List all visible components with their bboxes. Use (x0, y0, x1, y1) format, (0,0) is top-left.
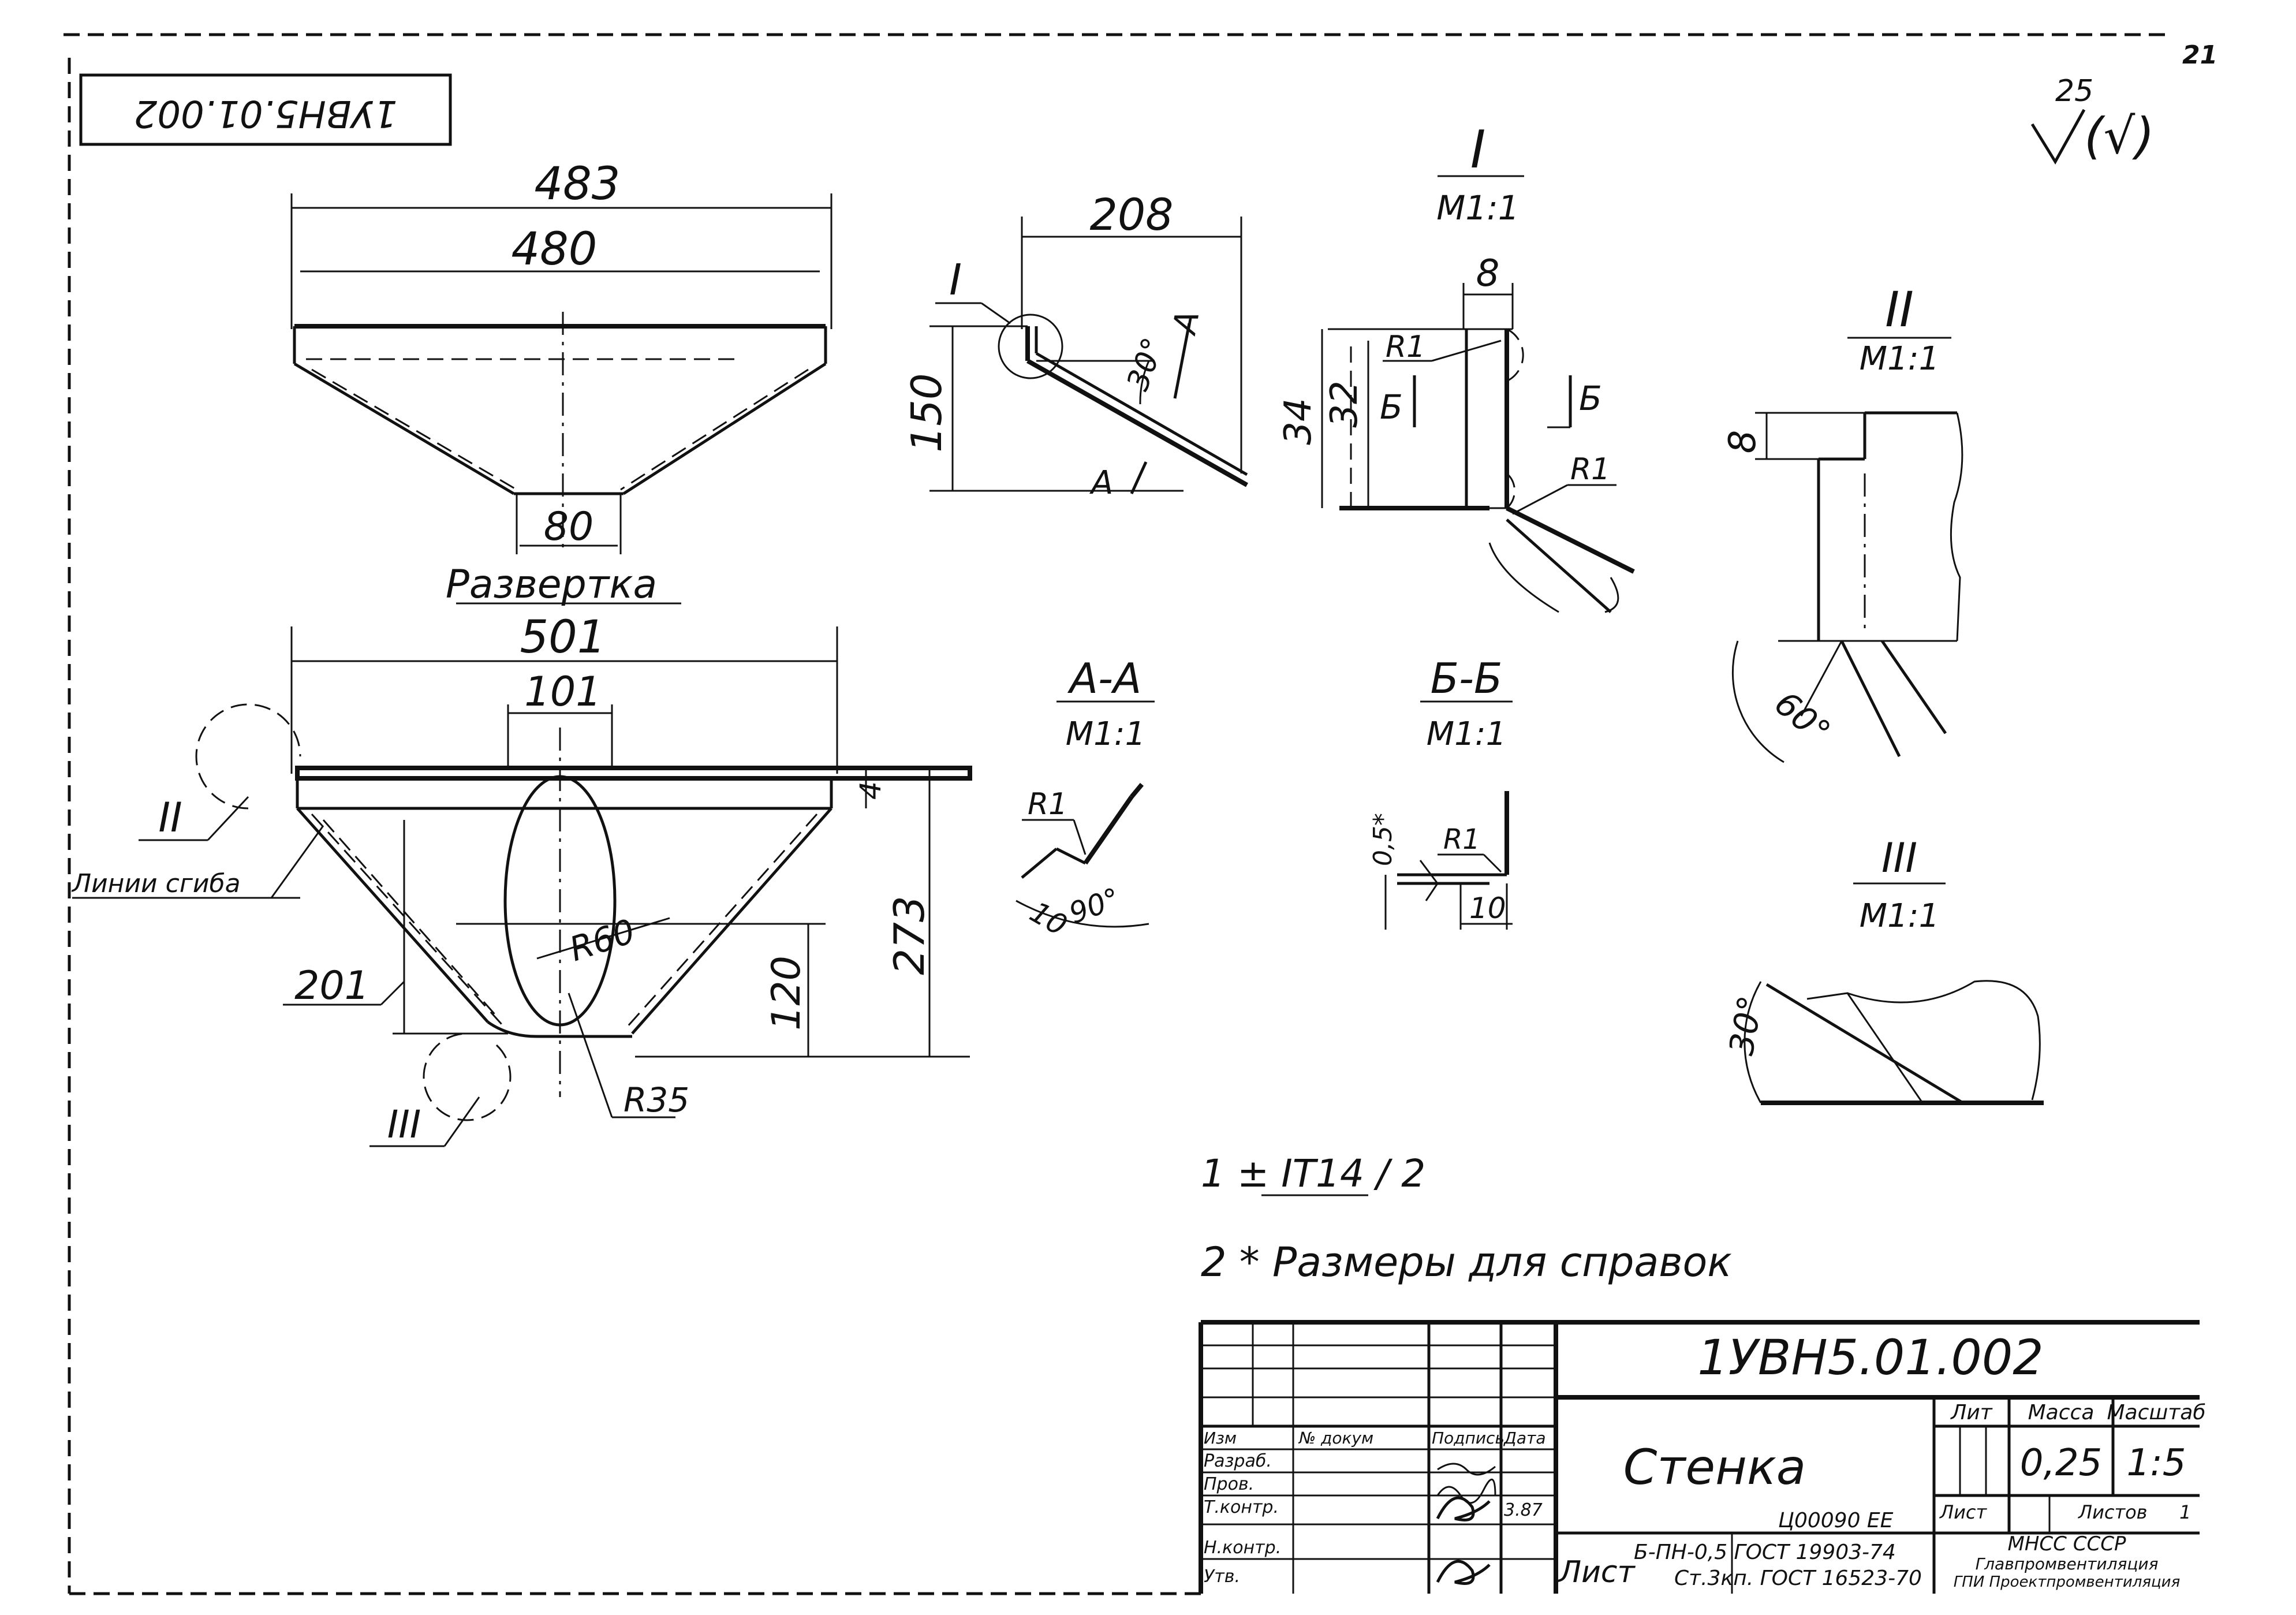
tb-name: Стенка (1623, 1439, 1806, 1495)
detail-i-scale: М1:1 (1436, 188, 1519, 227)
section-bb: Б-Б М1:1 0,5* R1 10 (1368, 654, 1513, 930)
stamp-designation: 1УВН5.01.002 (134, 92, 398, 135)
note-1: 1 ± IT14 / 2 (1201, 1151, 1425, 1196)
tb-row-approve: Утв. (1204, 1566, 1240, 1587)
bend-line-label: Линии сгиба (71, 869, 241, 898)
angle-30-side: 30° (1121, 333, 1171, 395)
sheet-number: 21 (2182, 40, 2217, 70)
dim-501: 501 (520, 611, 606, 663)
dim-120: 120 (764, 956, 809, 1031)
callout-ii-front: II (158, 794, 182, 841)
detail-i-dim-8: 8 (1476, 252, 1500, 295)
signature-1 (1437, 1463, 1496, 1476)
tb-designation: 1УВН5.01.002 (1697, 1329, 2043, 1386)
tb-mass-header: Масса (2028, 1401, 2095, 1424)
dim-150: 150 (902, 373, 951, 452)
tb-row-ncontrol: Н.контр. (1204, 1538, 1281, 1558)
view-front: 501 101 R60 4 273 12 (71, 611, 972, 1147)
tb-org-1: МНСС СССР (2008, 1532, 2126, 1556)
section-bb-scale: М1:1 (1427, 715, 1506, 753)
tb-mass: 0,25 (2020, 1442, 2103, 1485)
tb-role-sign: Подпись (1432, 1428, 1504, 1448)
dim-208: 208 (1089, 189, 1173, 240)
section-aa: А-А М1:1 R1 10 90° (1016, 654, 1155, 942)
dim-80: 80 (544, 504, 594, 550)
dim-201: 201 (294, 963, 369, 1009)
section-aa-angle: 90° (1065, 881, 1124, 930)
detail-i-dim-32: 32 (1323, 381, 1366, 427)
r60-label: R60 (565, 911, 640, 969)
tb-row-check: Пров. (1204, 1474, 1254, 1494)
stamp-top-left: 1УВН5.01.002 (79, 73, 452, 146)
detail-i-dim-34: 34 (1277, 398, 1320, 445)
tb-material-bottom: Ст.3кп. ГОСТ 16523-70 (1674, 1566, 1922, 1590)
tb-scale-header: Масштаб (2107, 1401, 2205, 1424)
dim-273: 273 (885, 896, 934, 975)
roughness-suffix: (√) (2084, 107, 2155, 165)
view-side: 208 I 150 30° А А (902, 189, 1248, 502)
section-mark-a-top: А (1166, 308, 1207, 338)
detail-i-r1-bottom: R1 (1570, 452, 1610, 487)
section-bb-title: Б-Б (1431, 654, 1503, 703)
tb-sheets-count: 1 (2179, 1501, 2191, 1523)
sheet-frame: 21 (64, 33, 2217, 1595)
tb-row-tcontrol: Т.контр. (1204, 1497, 1279, 1517)
detail-iii-angle: 30° (1722, 993, 1771, 1058)
tb-date: 3.87 (1504, 1500, 1543, 1520)
callout-iii-front: III (387, 1102, 421, 1147)
tb-sheet-label: Лист (1939, 1501, 1987, 1523)
detail-ii: II М1:1 8 60° (1722, 281, 1963, 763)
tb-sheets-label: Листов (2078, 1501, 2148, 1523)
section-aa-r1: R1 (1028, 787, 1067, 822)
detail-iii: III М1:1 30° (1722, 834, 2044, 1105)
callout-i-side: I (949, 255, 962, 305)
section-bb-dim-05: 0,5* (1368, 813, 1398, 866)
tb-sheet-label-bottom: Лист (1558, 1555, 1636, 1590)
title-block: Изм № докум Подпись Дата Разраб. Пров. Т… (1199, 1320, 2206, 1594)
section-mark-a-bottom: А (1089, 464, 1113, 502)
view-unfold: 483 480 80 Развертка (290, 158, 832, 607)
dim-480: 480 (512, 223, 598, 275)
tb-scale: 1:5 (2127, 1442, 2186, 1485)
roughness-sign: 25 (√) (2030, 74, 2155, 165)
tb-lit-header: Лит (1950, 1401, 1992, 1424)
tb-role-date: Дата (1503, 1428, 1546, 1448)
tb-material-top: Б-ПН-0,5 ГОСТ 19903-74 (1634, 1541, 1896, 1564)
tb-code: Ц00090 ЕЕ (1778, 1509, 1894, 1532)
detail-i-title: I (1470, 120, 1486, 180)
detail-ii-title: II (1885, 281, 1914, 338)
unfold-caption: Развертка (446, 562, 657, 607)
section-bb-r1: R1 (1443, 823, 1480, 856)
signature-3 (1436, 1496, 1491, 1521)
tb-org-3: ГПИ Проектпромвентиляция (1954, 1573, 2180, 1591)
section-aa-scale: М1:1 (1066, 715, 1145, 753)
roughness-value: 25 (2055, 74, 2093, 109)
tb-org-2: Главпромвентиляция (1976, 1554, 2159, 1573)
detail-i: I М1:1 8 34 32 R1 Б Б R1 (1277, 120, 1635, 613)
note-2: 2 * Размеры для справок (1201, 1239, 1732, 1286)
detail-ii-scale: М1:1 (1860, 340, 1939, 378)
tb-role-doc: № докум (1298, 1428, 1373, 1448)
signature-4 (1436, 1560, 1491, 1585)
section-bb-dim-10: 10 (1469, 892, 1506, 925)
notes: 1 ± IT14 / 2 2 * Размеры для справок (1201, 1151, 1732, 1286)
tb-role-change: Изм (1204, 1428, 1237, 1448)
tb-row-develop: Разраб. (1204, 1451, 1272, 1471)
detail-iii-scale: М1:1 (1860, 897, 1939, 935)
r35-label: R35 (624, 1080, 689, 1120)
section-aa-title: А-А (1067, 654, 1142, 703)
dim-4: 4 (854, 781, 887, 800)
detail-i-section-b-right: Б (1579, 379, 1602, 418)
detail-ii-dim-8: 8 (1722, 430, 1764, 454)
detail-i-section-b-left: Б (1380, 387, 1403, 427)
detail-iii-title: III (1881, 834, 1917, 882)
detail-i-r1-top: R1 (1386, 330, 1425, 364)
dim-101: 101 (524, 668, 602, 715)
detail-ii-angle: 60° (1767, 684, 1838, 752)
dim-483: 483 (535, 158, 621, 210)
signature-2 (1436, 1478, 1496, 1504)
